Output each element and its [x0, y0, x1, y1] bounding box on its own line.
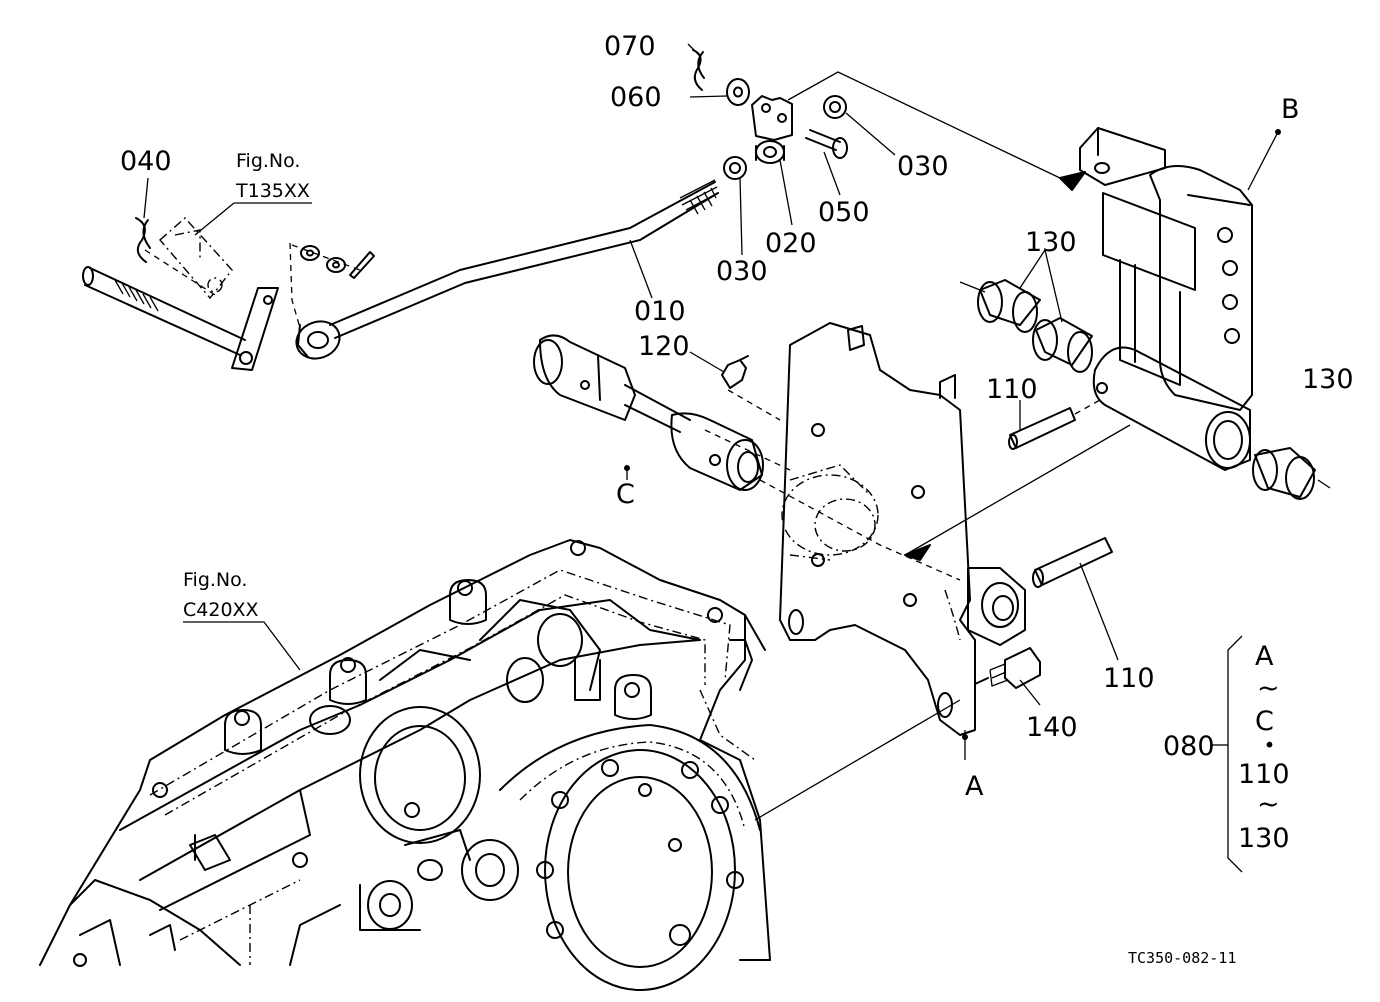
callout-130-upper: 130 — [1025, 227, 1077, 258]
ref-code-t135: T135XX — [235, 180, 310, 202]
range-end-c: C — [1255, 706, 1274, 737]
callout-010: 010 — [634, 296, 686, 327]
callout-050: 050 — [818, 197, 870, 228]
bracket-plate — [759, 322, 1131, 736]
callout-070: 070 — [604, 31, 656, 62]
ref-code-c420: C420XX — [183, 599, 259, 621]
range-tilde-1: ~ — [1257, 673, 1280, 704]
shaft-assembly — [533, 334, 791, 491]
callout-110-upper: 110 — [986, 374, 1038, 405]
callouts: 070 060 040 030 030 050 020 010 120 130 … — [120, 31, 1354, 802]
range-tilde-2: ~ — [1257, 789, 1280, 820]
range-end-130: 130 — [1238, 823, 1290, 854]
drawing-code: TC350-082-11 — [1128, 949, 1236, 967]
figure-references: Fig.No. T135XX Fig.No. C420XX — [183, 150, 310, 621]
callout-060: 060 — [610, 82, 662, 113]
callout-120: 120 — [638, 331, 690, 362]
ref-title-c420: Fig.No. — [183, 569, 247, 591]
clevis-group — [692, 49, 1086, 191]
range-separator: ・ — [1256, 731, 1283, 762]
range-start-110: 110 — [1238, 759, 1290, 790]
callout-130-right: 130 — [1302, 364, 1354, 395]
range-start-a: A — [1255, 641, 1274, 672]
callout-030-upper: 030 — [897, 151, 949, 182]
arm-assembly — [959, 127, 1331, 689]
callout-080: 080 — [1163, 731, 1215, 762]
callout-140: 140 — [1026, 712, 1078, 743]
point-label-b: B — [1281, 94, 1300, 125]
assembly-range: A ~ C ・ 110 ~ 130 — [1238, 641, 1290, 854]
callout-030-lower: 030 — [716, 256, 768, 287]
point-label-a: A — [965, 771, 984, 802]
transmission-housing — [39, 539, 771, 991]
callout-110-lower: 110 — [1103, 663, 1155, 694]
callout-040: 040 — [120, 146, 172, 177]
link-rod — [295, 179, 719, 360]
left-linkage — [82, 217, 375, 371]
leader-lines — [143, 43, 1281, 873]
ref-title-t135: Fig.No. — [236, 150, 300, 172]
callout-020: 020 — [765, 228, 817, 259]
point-label-c: C — [616, 479, 635, 510]
